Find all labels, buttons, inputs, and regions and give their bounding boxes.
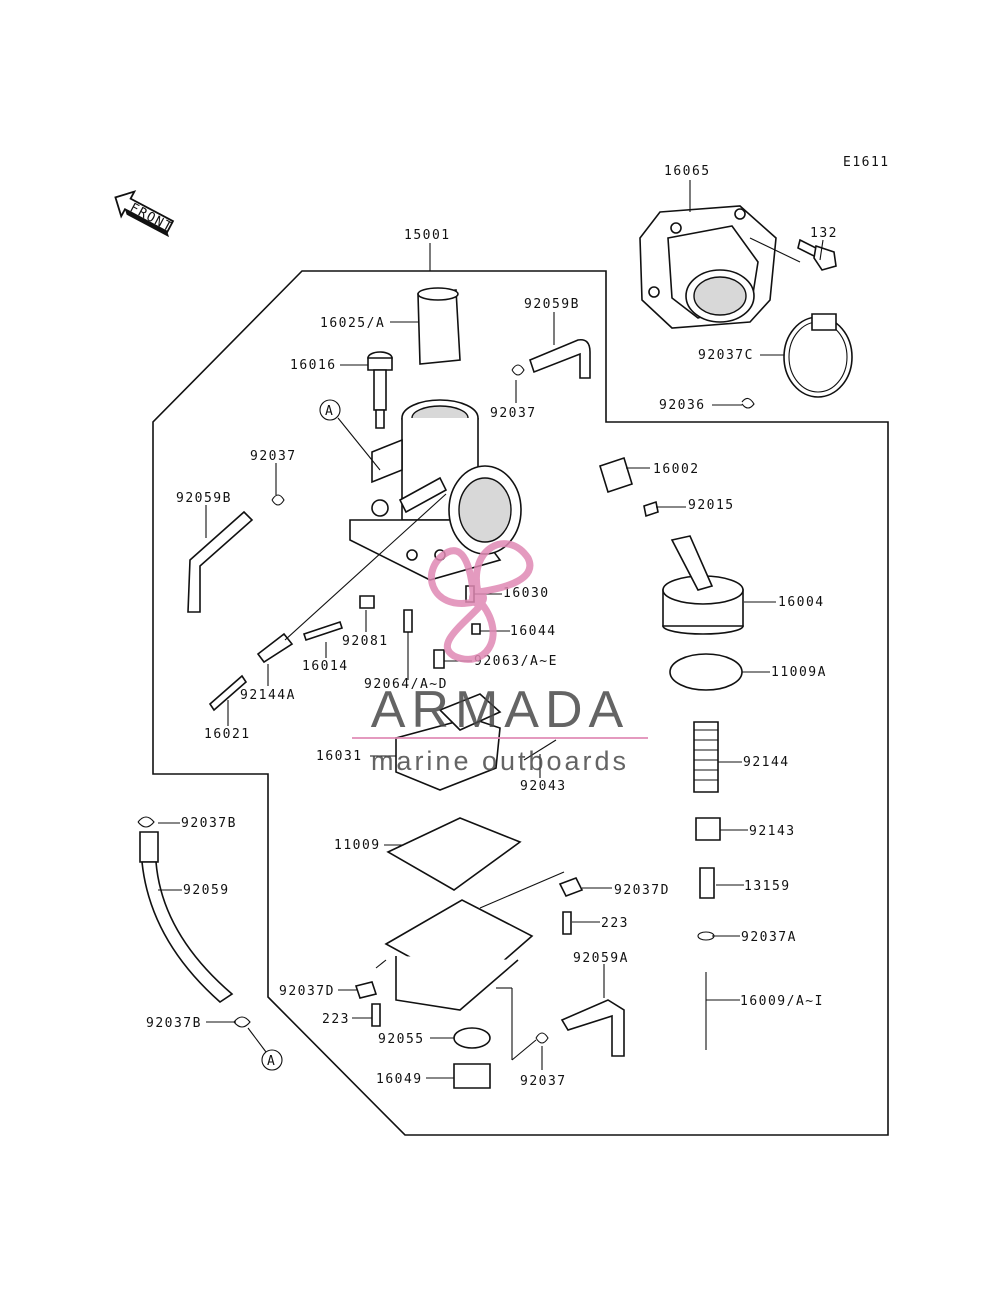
- part-92037a: [697, 931, 715, 941]
- part-label-223-left: 223: [322, 1012, 350, 1027]
- part-label-16014: 16014: [302, 659, 349, 674]
- part-92037d-right: [558, 876, 584, 898]
- part-label-92043: 92043: [520, 779, 567, 794]
- needle-jet-part: [403, 609, 413, 633]
- leader-lines: [158, 180, 824, 1079]
- spring-92144a-part: [256, 632, 294, 664]
- clamp-92037b-bottom-part: [233, 1016, 251, 1028]
- part-label-16002: 16002: [653, 462, 700, 477]
- part-label-92037b-bottom: 92037B: [146, 1016, 202, 1031]
- hose-end-part: [139, 831, 159, 863]
- clip-92036-part: [741, 397, 755, 409]
- plug-16049-part: [453, 1063, 491, 1089]
- bolt-132-part: [797, 238, 837, 271]
- assembly-frame: [152, 270, 889, 1136]
- part-label-16044: 16044: [510, 624, 557, 639]
- gasket-11009-part: [386, 817, 522, 891]
- part-label-16009: 16009/A~I: [740, 994, 824, 1009]
- screw-16021-part: [208, 674, 248, 712]
- part-label-16016: 16016: [290, 358, 337, 373]
- spring-92081-part: [359, 595, 375, 609]
- part-92063: [433, 649, 445, 669]
- part-label-223-right: 223: [601, 916, 629, 931]
- part-16044: [471, 623, 481, 635]
- part-label-92037-bottom: 92037: [520, 1074, 567, 1089]
- air-screw-part: [302, 620, 344, 642]
- part-label-92036: 92036: [659, 398, 706, 413]
- callout-a-circle-top: [319, 399, 341, 421]
- hose-92059b-top-part: [529, 338, 591, 379]
- carburetor-body-part: [349, 399, 522, 581]
- cap-16004-part: [662, 535, 744, 635]
- part-label-92037d-left: 92037D: [279, 984, 335, 999]
- float-part: [395, 693, 502, 791]
- diagram-code: E1611: [843, 155, 890, 170]
- part-label-92081: 92081: [342, 634, 389, 649]
- clamp-92037-top-part: [511, 364, 525, 376]
- part-label-92059b-left: 92059B: [176, 491, 232, 506]
- part-label-16031: 16031: [316, 749, 363, 764]
- part-label-11009: 11009: [334, 838, 381, 853]
- callout-a-top: A: [325, 404, 334, 419]
- screw-223-right: [562, 911, 572, 935]
- part-92015: [643, 500, 659, 518]
- o-ring-92055-part: [453, 1027, 491, 1049]
- part-label-16025a: 16025/A: [320, 316, 385, 331]
- part-label-92059a: 92059A: [573, 951, 629, 966]
- part-label-92144: 92144: [743, 755, 790, 770]
- o-ring-11009a-part: [669, 653, 743, 691]
- clamp-92037-bottom-part: [535, 1032, 549, 1044]
- part-92143: [695, 817, 721, 841]
- hose-92059a-part: [560, 999, 625, 1057]
- clamp-92037-left-part: [271, 494, 285, 506]
- clamp-92037b-top-part: [137, 816, 155, 828]
- part-label-92037-left: 92037: [250, 449, 297, 464]
- screw-223-left: [371, 1003, 381, 1027]
- propeller-logo-icon: [428, 540, 534, 663]
- part-label-16004: 16004: [778, 595, 825, 610]
- part-label-92055: 92055: [378, 1032, 425, 1047]
- hose-92059-part: [141, 861, 234, 1004]
- part-label-13159: 13159: [744, 879, 791, 894]
- intake-manifold-part: [639, 205, 777, 329]
- part-label-92143: 92143: [749, 824, 796, 839]
- part-label-92015: 92015: [688, 498, 735, 513]
- watermark-brand: ARMADA: [371, 681, 629, 739]
- part-label-15001: 15001: [404, 228, 451, 243]
- spring-92144-part: [693, 721, 719, 793]
- part-label-92037d-right: 92037D: [614, 883, 670, 898]
- watermark-tagline: marine outboards: [371, 746, 629, 776]
- throttle-valve-part: [417, 287, 461, 365]
- part-label-92063: 92063/A~E: [474, 654, 558, 669]
- part-label-92059b-top: 92059B: [524, 297, 580, 312]
- watermark: ARMADA marine outboards: [352, 540, 648, 776]
- part-label-92037a: 92037A: [741, 930, 797, 945]
- callout-a-circle-bottom: [261, 1049, 283, 1071]
- part-label-92064: 92064/A~D: [364, 677, 448, 692]
- hose-clamp-92037c-part: [783, 313, 853, 398]
- part-label-16021: 16021: [204, 727, 251, 742]
- part-label-92037b-top: 92037B: [181, 816, 237, 831]
- part-label-16065: 16065: [664, 164, 711, 179]
- part-13159: [699, 867, 715, 899]
- part-label-92037-top: 92037: [490, 406, 537, 421]
- part-label-16030: 16030: [503, 586, 550, 601]
- cable-adjuster-part: [367, 351, 393, 429]
- callout-a-bottom: A: [267, 1054, 276, 1069]
- part-label-132: 132: [810, 226, 838, 241]
- part-92037d-left: [354, 981, 378, 999]
- part-label-92037c: 92037C: [698, 348, 754, 363]
- part-label-92059: 92059: [183, 883, 230, 898]
- part-label-92144a: 92144A: [240, 688, 296, 703]
- float-bowl-part: [384, 899, 534, 1011]
- part-label-11009a: 11009A: [771, 665, 827, 680]
- part-label-16049: 16049: [376, 1072, 423, 1087]
- filter-16002-part: [599, 456, 633, 494]
- hose-92059b-left-part: [187, 510, 254, 613]
- front-arrow-icon: FRONT: [114, 190, 175, 238]
